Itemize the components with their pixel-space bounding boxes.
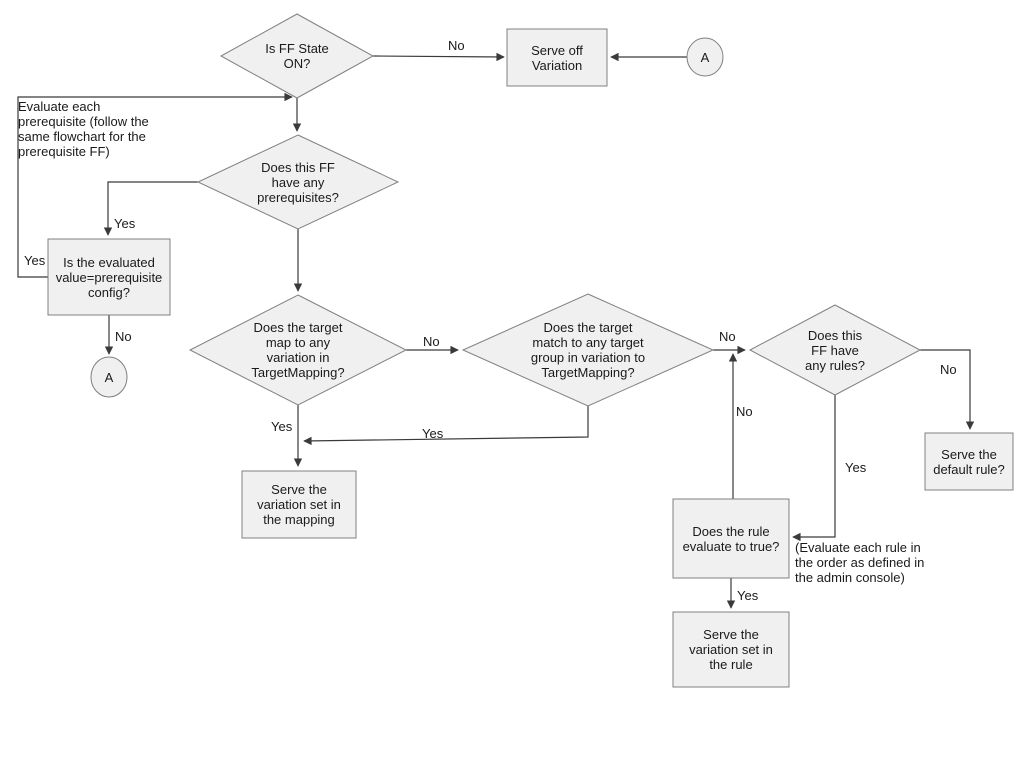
edge-prerequisites-yes [103, 181, 198, 236]
box-serve-off-variation [506, 28, 608, 87]
edge-label-target-mapping-no: No [423, 333, 440, 349]
label-serve-variation-rule: Serve the variation set in the rule [689, 627, 773, 672]
edge-label-target-group-no: No [719, 328, 736, 344]
edge-label-rule-evaluate-no: No [736, 403, 753, 419]
note-rule-evaluation-order: (Evaluate each rule in the order as defi… [795, 540, 925, 585]
label-target-group: Does the target match to any target grou… [530, 320, 646, 380]
label-target-mapping: Does the target map to any variation in … [251, 320, 345, 380]
edge-label-prerequisites-yes: Yes [114, 215, 136, 231]
connector-a-left [90, 356, 128, 398]
label-serve-default-rule: Serve the default rule? [933, 446, 1005, 477]
box-serve-variation-mapping [241, 470, 357, 539]
decision-rules [748, 304, 922, 396]
edge-ff-state-no [372, 52, 505, 62]
edge-label-rule-evaluate-yes: Yes [737, 587, 759, 603]
label-connector-a-left: A [104, 369, 114, 385]
label-evaluated-value: Is the evaluated value=prerequisite conf… [55, 254, 163, 300]
edge-rules-no [920, 349, 975, 430]
edge-label-ff-state-no: No [448, 37, 465, 53]
decision-target-group [461, 293, 715, 407]
edge-rules-yes [792, 395, 836, 542]
shapes [47, 13, 1014, 688]
decision-target-mapping [188, 294, 408, 406]
box-serve-variation-rule [672, 611, 790, 688]
label-rule-evaluate: Does the rule evaluate to true? [682, 523, 780, 554]
label-rules: Does this FF have any rules? [805, 327, 865, 373]
box-evaluated-value [47, 238, 171, 316]
edge-label-evaluated-no: No [115, 328, 132, 344]
label-serve-off-variation: Serve off Variation [531, 42, 583, 73]
label-connector-a-top: A [700, 49, 710, 65]
label-prerequisites: Does this FF have any prerequisites? [257, 159, 339, 205]
edge-label-target-group-yes: Yes [422, 425, 444, 441]
note-prerequisite-evaluation: Evaluate each prerequisite (follow the s… [18, 99, 149, 159]
edge-label-evaluated-loop-yes: Yes [24, 252, 46, 268]
edge-label-rules-no: No [940, 361, 957, 377]
edge-label-target-mapping-yes: Yes [271, 418, 293, 434]
box-serve-default-rule [924, 432, 1014, 491]
edge-label-rules-yes: Yes [845, 459, 867, 475]
edges [17, 52, 975, 609]
label-serve-variation-mapping: Serve the variation set in the mapping [257, 482, 341, 527]
edge-evaluated-loop-yes [17, 92, 293, 278]
edge-target-group-yes [303, 406, 589, 446]
connector-a-top [686, 37, 724, 77]
decision-ff-state [219, 13, 375, 99]
label-ff-state: Is FF State ON? [265, 41, 329, 71]
box-rule-evaluate [672, 498, 790, 579]
decision-prerequisites [196, 134, 400, 230]
